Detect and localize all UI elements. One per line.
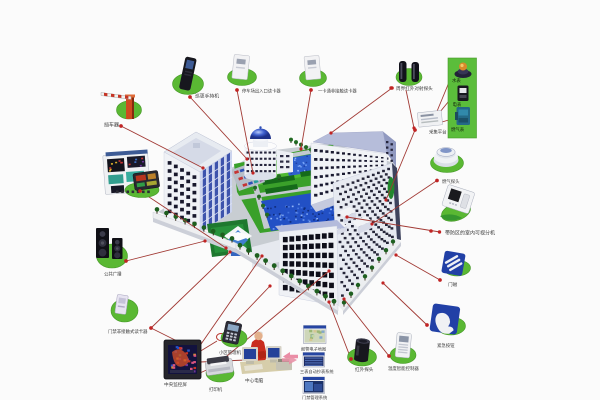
svg-text:水表: 水表	[452, 77, 461, 84]
svg-text:紧急按钮: 紧急按钮	[437, 342, 455, 349]
svg-text:小区管理机: 小区管理机	[219, 349, 242, 356]
svg-text:中央监控屏: 中央监控屏	[164, 381, 187, 388]
svg-text:周界红外对射探头: 周界红外对射探头	[396, 85, 433, 92]
svg-text:中心电脑: 中心电脑	[245, 377, 264, 384]
svg-text:温度智能控制器: 温度智能控制器	[388, 365, 419, 372]
svg-text:电表: 电表	[453, 101, 462, 108]
svg-text:红外探头: 红外探头	[355, 366, 374, 373]
svg-text:门禁管理系统: 门禁管理系统	[302, 394, 327, 400]
svg-text:巡更手持机: 巡更手持机	[195, 93, 219, 100]
svg-text:一卡通非接触读卡器: 一卡通非接触读卡器	[318, 88, 357, 95]
svg-text:打印机: 打印机	[209, 386, 223, 393]
svg-text:挡车器: 挡车器	[104, 122, 119, 129]
svg-text:报警电子地图: 报警电子地图	[301, 346, 326, 353]
svg-text:燃气探头: 燃气探头	[442, 178, 460, 185]
svg-text:带防区的室内可视分机: 带防区的室内可视分机	[445, 230, 495, 237]
svg-text:燃气表: 燃气表	[451, 126, 465, 133]
svg-text:公共广播: 公共广播	[104, 271, 122, 278]
svg-text:采集平台: 采集平台	[429, 129, 447, 136]
svg-text:停车场出入口读卡器: 停车场出入口读卡器	[242, 88, 281, 95]
svg-text:门禁非接触式读卡器: 门禁非接触式读卡器	[108, 328, 148, 335]
svg-text:三表自动抄表系统: 三表自动抄表系统	[300, 368, 334, 375]
svg-text:门磁: 门磁	[448, 281, 458, 288]
